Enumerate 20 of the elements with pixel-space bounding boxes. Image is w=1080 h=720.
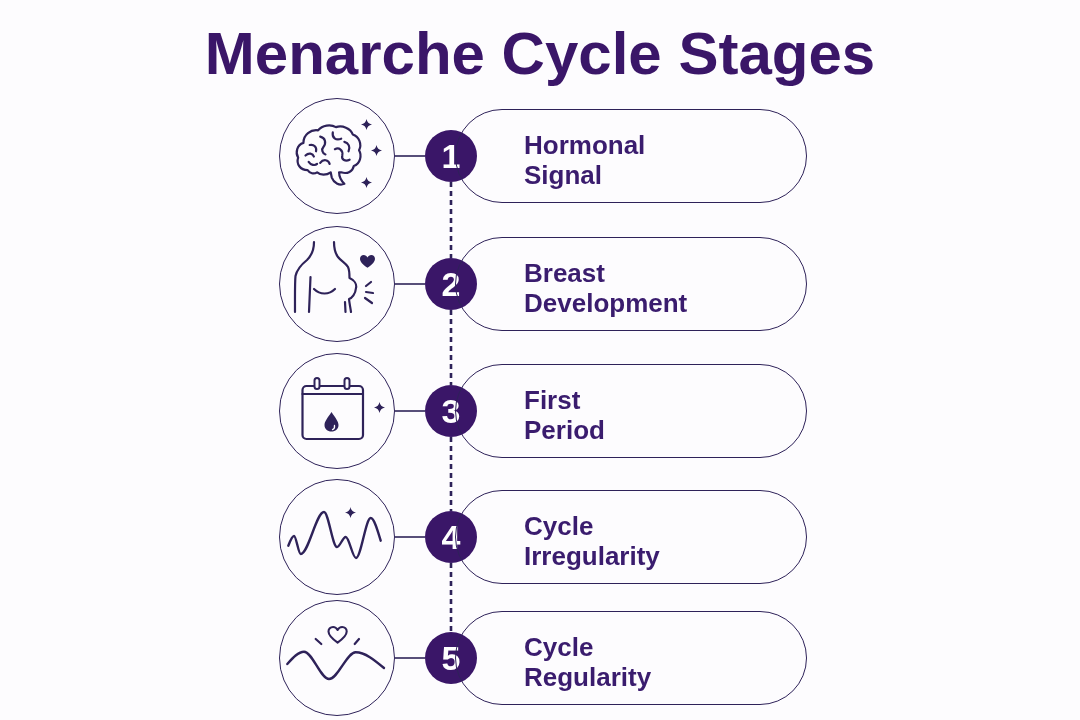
stage-label: Cycle Regularity bbox=[524, 632, 652, 692]
connector-line bbox=[394, 536, 426, 538]
step-number: 4 bbox=[425, 511, 477, 563]
connector-line bbox=[394, 657, 426, 659]
step-number: 1 bbox=[425, 130, 477, 182]
step-number: 5 bbox=[425, 632, 477, 684]
stage-label: First Period bbox=[524, 385, 605, 445]
stage-label: Hormonal Signal bbox=[524, 130, 646, 190]
title: Menarche Cycle Stages bbox=[204, 19, 876, 89]
step-number: 3 bbox=[425, 385, 477, 437]
stage-label: Cycle Irregularity bbox=[524, 511, 660, 571]
stage-label: Breast Development bbox=[524, 258, 688, 318]
step-number: 2 bbox=[425, 258, 477, 310]
dashed-connector bbox=[449, 563, 453, 632]
connector-line bbox=[394, 283, 426, 285]
dashed-connector bbox=[449, 182, 453, 258]
connector-line bbox=[394, 155, 426, 157]
connector-line bbox=[394, 410, 426, 412]
dashed-connector bbox=[449, 437, 453, 511]
dashed-connector bbox=[449, 310, 453, 385]
